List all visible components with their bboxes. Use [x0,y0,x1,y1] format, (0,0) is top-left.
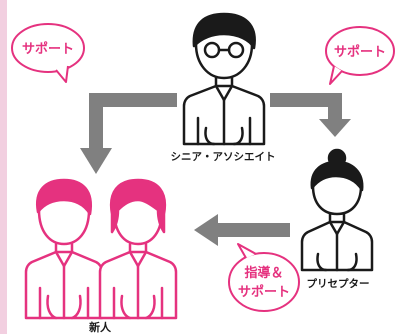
support-bubble-left: サポート [11,23,85,83]
newcomer-figures [24,178,178,320]
preceptor-figure [300,148,374,272]
preceptor-label: プリセプター [307,277,370,290]
arrow-preceptor-to-newcomers [194,214,290,246]
support-bubble-right: サポート [325,26,395,85]
support-bubble-right-text: サポート [334,44,386,60]
person-with-bun-icon [300,148,374,272]
guidance-support-bubble: 指導＆ サポート [228,243,300,312]
newcomer-male-icon [24,178,104,320]
arrow-senior-to-preceptor [270,93,351,137]
newcomer-female-icon [98,178,178,320]
senior-associate-figure [182,12,266,146]
newcomer-label: 新人 [89,320,112,334]
senior-associate-label: シニア・アソシエイト [171,151,276,163]
guidance-bubble-line2: サポート [238,284,290,300]
person-with-glasses-icon [182,12,266,146]
guidance-bubble-line1: 指導＆ [244,265,283,281]
support-bubble-left-text: サポート [22,41,74,57]
decorative-side-strip [0,0,7,334]
arrow-senior-to-newcomers [80,93,177,174]
